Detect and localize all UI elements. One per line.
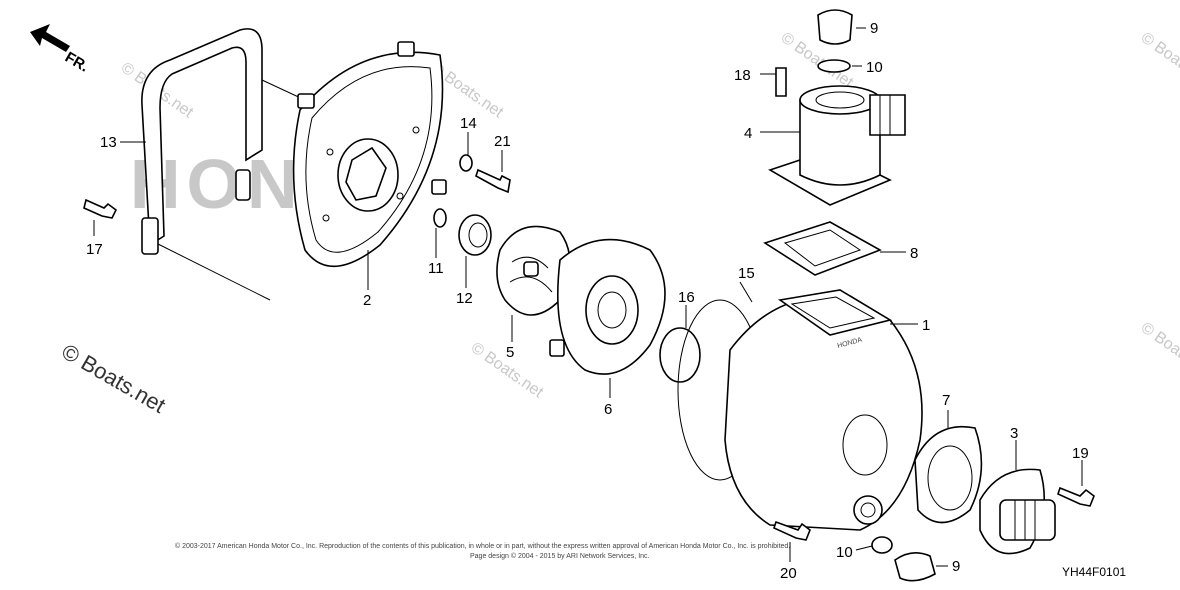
part-20-bolt <box>773 520 811 541</box>
part-11-washer <box>433 208 447 228</box>
callout-8: 8 <box>910 245 918 262</box>
copyright-line-1: © 2003-2017 American Honda Motor Co., In… <box>175 542 790 550</box>
callout-17: 17 <box>86 241 103 258</box>
callout-labels: 1 2 3 4 5 6 7 8 9 9 10 10 11 12 13 14 15… <box>86 20 1089 582</box>
small-parts-center <box>433 154 511 256</box>
part-2-backing-plate <box>292 41 447 268</box>
callout-14: 14 <box>460 115 477 132</box>
part-13-frame <box>141 28 306 301</box>
callout-16: 16 <box>678 289 695 306</box>
watermark-3: © Boats.net <box>1138 29 1180 91</box>
diagram-code: YH44F0101 <box>1062 565 1126 579</box>
callout-1: 1 <box>922 317 930 334</box>
part-21-bolt <box>475 168 511 194</box>
part-1-pump-casing: HONDA <box>724 289 923 531</box>
callout-10-top: 10 <box>866 59 883 76</box>
part-9-cap-top <box>817 9 853 45</box>
callout-6: 6 <box>604 401 612 418</box>
part-9-cap-bottom <box>894 552 936 582</box>
callout-5: 5 <box>506 344 514 361</box>
part-16-o-ring <box>659 327 701 383</box>
callout-19: 19 <box>1072 445 1089 462</box>
part-19-bolt <box>1057 486 1095 507</box>
watermark-large: © Boats.net <box>58 339 170 418</box>
part-10-o-ring-bottom <box>871 536 893 554</box>
callout-20: 20 <box>780 565 797 582</box>
part-17-bolt <box>83 198 118 219</box>
callout-12: 12 <box>456 290 473 307</box>
callout-7: 7 <box>942 392 950 409</box>
part-7-gasket <box>914 426 983 524</box>
arrow-icon <box>30 24 70 52</box>
callout-18: 18 <box>734 67 751 84</box>
part-18-bolt <box>775 67 787 97</box>
leader-lines <box>93 27 1083 567</box>
callout-10-bottom: 10 <box>836 544 853 561</box>
callout-2: 2 <box>363 292 371 309</box>
callout-21: 21 <box>494 133 511 150</box>
part-12-seal <box>458 214 492 256</box>
front-direction-arrow: FR. <box>30 24 91 76</box>
callout-13: 13 <box>100 134 117 151</box>
top-cap <box>775 9 853 97</box>
part-3-inlet <box>979 468 1056 555</box>
part-4-outlet <box>768 85 906 206</box>
callout-3: 3 <box>1010 425 1018 442</box>
callout-9-bottom: 9 <box>952 558 960 575</box>
part-6-volute <box>549 238 666 375</box>
part-14-washer <box>459 154 473 172</box>
callout-9-top: 9 <box>870 20 878 37</box>
callout-15: 15 <box>738 265 755 282</box>
part-8-gasket <box>763 221 882 276</box>
watermark-7: © Boats.net <box>1138 319 1180 381</box>
callout-4: 4 <box>744 125 752 142</box>
callout-11: 11 <box>428 260 444 277</box>
direction-label: FR. <box>62 49 91 76</box>
part-10-o-ring-top <box>817 59 851 73</box>
copyright-line-2: Page design © 2004 - 2015 by ARI Network… <box>470 552 650 560</box>
